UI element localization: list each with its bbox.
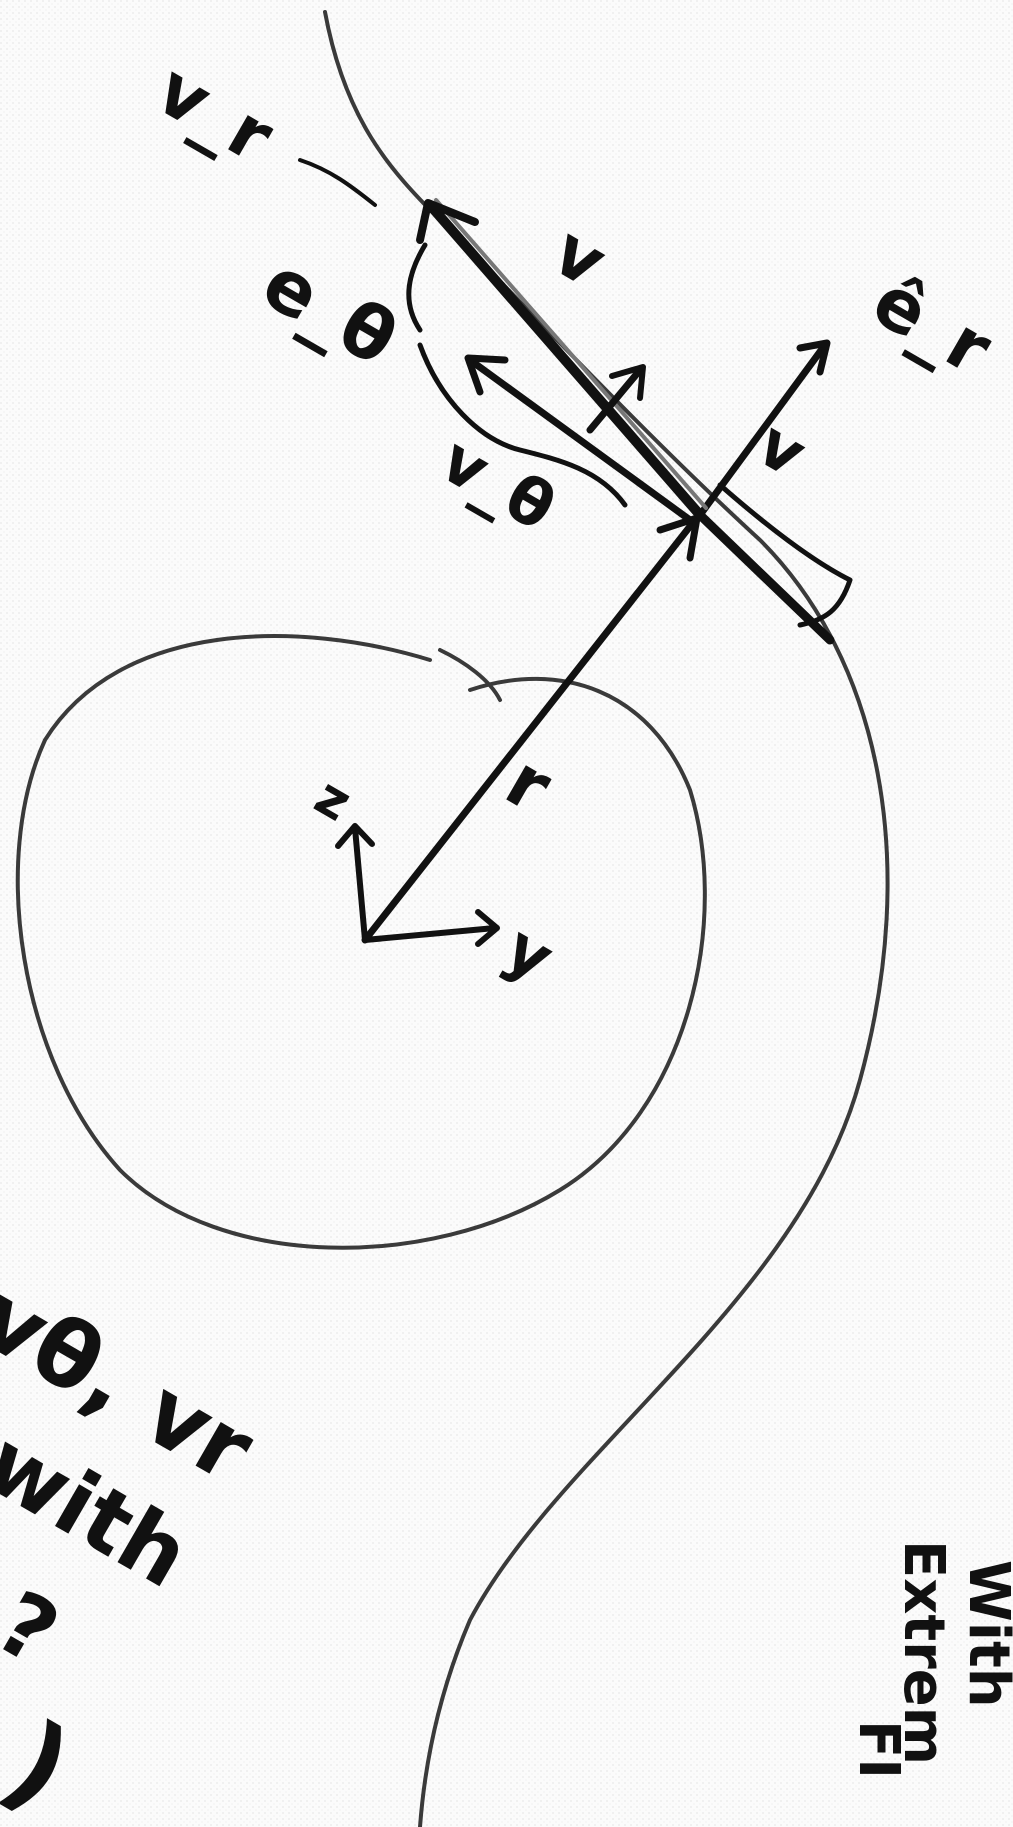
y-axis-arrowhead [475, 909, 500, 947]
radial-velocity-arrowhead [609, 364, 646, 401]
tangent-extension-line [695, 510, 835, 645]
velocity-vector-shadow [434, 198, 708, 510]
radial-velocity-component [586, 366, 644, 434]
radial-unit-vector-arrowhead [796, 339, 831, 376]
planet-arc-mark [438, 648, 502, 702]
side-note-line3: FI [846, 1720, 911, 1779]
y-axis-line [362, 925, 498, 943]
planet-circle [15, 634, 707, 1250]
vr-leader-line [298, 158, 377, 207]
position-vector-r [361, 516, 699, 944]
z-axis-arrowhead [335, 823, 375, 849]
theta-brace [417, 342, 628, 508]
velocity-vector [425, 200, 705, 520]
vr-brace [406, 242, 428, 333]
v-brace [717, 482, 853, 628]
side-note-line2: With [956, 1560, 1013, 1708]
theta-component-vector [466, 356, 694, 524]
theta-component-arrowhead [464, 354, 509, 396]
side-note-line1: Extrem [891, 1540, 956, 1765]
velocity-vector-arrowhead [416, 199, 479, 244]
z-axis-line [352, 825, 368, 943]
